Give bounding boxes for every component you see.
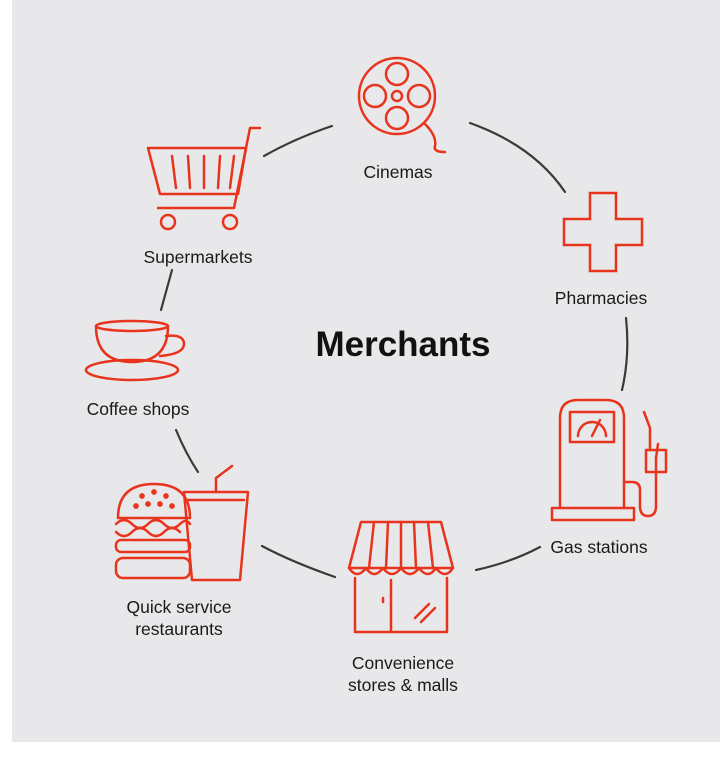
merchant-label-convenience-stores: Convenience stores & malls	[348, 653, 458, 695]
gas-pump-icon	[550, 398, 668, 522]
shopping-cart-icon	[146, 126, 262, 231]
merchant-label-supermarkets: Supermarkets	[143, 247, 253, 267]
merchant-label-coffee-shops: Coffee shops	[86, 399, 190, 419]
burger-drink-icon	[114, 464, 250, 582]
connector-arc	[474, 545, 542, 572]
merchant-label-cinemas: Cinemas	[363, 162, 433, 182]
connector-arc	[174, 428, 200, 474]
storefront-icon	[347, 520, 455, 634]
diagram-title: Merchants	[315, 325, 491, 364]
connector-arc	[620, 316, 629, 392]
film-reel-icon	[357, 56, 447, 154]
medical-cross-icon	[562, 191, 644, 273]
merchants-panel	[12, 0, 720, 742]
coffee-cup-icon	[84, 319, 186, 382]
connector-arc	[159, 268, 174, 312]
merchant-label-gas-stations: Gas stations	[550, 537, 648, 557]
connector-arc	[260, 544, 337, 579]
connector-arc	[468, 121, 567, 194]
merchant-label-quick-service: Quick service restaurants	[126, 597, 232, 639]
merchant-label-pharmacies: Pharmacies	[554, 288, 648, 308]
connector-arc	[262, 124, 334, 158]
